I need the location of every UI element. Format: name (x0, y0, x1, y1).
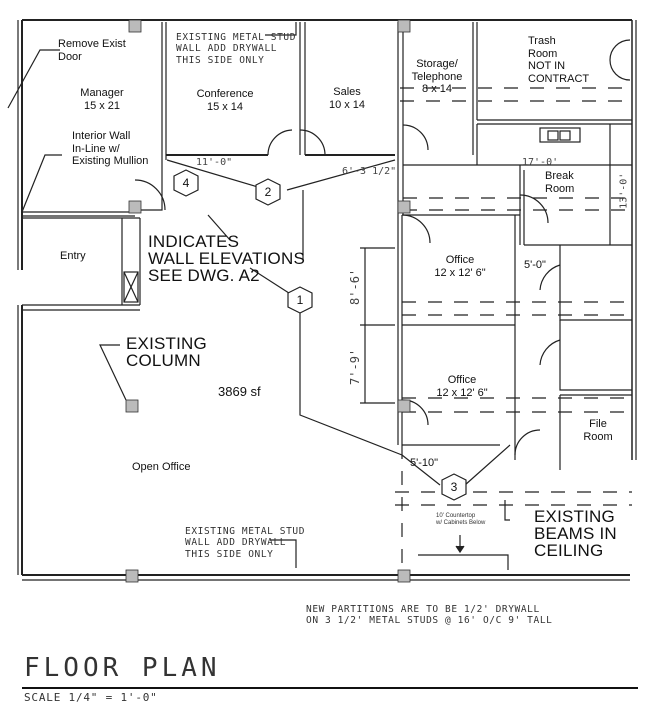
room-office-lower: Office 12 x 12' 6" (422, 374, 502, 399)
room-entry: Entry (60, 250, 86, 262)
annotation-stud-wall-bottom: EXISTING METAL STUD WALL ADD DRYWALL THI… (185, 526, 305, 560)
room-open-office: Open Office (132, 461, 191, 473)
annotation-countertop: 10' Countertop w/ Cabinets Below (436, 513, 485, 527)
annotation-remove-door: Remove Exist Door (58, 38, 126, 63)
room-size: 12 x 12' 6" (436, 386, 488, 399)
drawing-title: FLOOR PLAN (24, 653, 221, 683)
elevation-marker-4: 4 (182, 176, 190, 190)
room-name: Break (545, 170, 574, 182)
elevation-marker-1: 1 (296, 293, 304, 307)
annotation-interior-wall: Interior Wall In-Line w/ Existing Mullio… (72, 130, 148, 168)
annotation-line: Interior Wall (72, 130, 131, 142)
annotation-line: EXISTING METAL STUD (185, 526, 306, 537)
room-trash: Trash Room NOT IN CONTRACT (528, 35, 589, 86)
annotation-line: THIS SIDE ONLY (176, 54, 265, 66)
room-manager: Manager 15 x 21 (72, 87, 132, 112)
drawing-scale: SCALE 1/4" = 1'-0" (24, 691, 158, 704)
dim-break-width: 17'-0' (522, 157, 559, 168)
room-storage-telephone: Storage/ Telephone 8 x 14 (405, 58, 469, 96)
room-note-line2: CONTRACT (528, 72, 590, 85)
room-file: File Room (578, 418, 618, 443)
room-size: 15 x 14 (206, 100, 244, 113)
annotation-line: WALL ADD DRYWALL (176, 43, 278, 55)
room-size: 8 x 14 (422, 83, 452, 96)
elevation-marker-2: 2 (264, 185, 272, 199)
room-break: Break Room (545, 170, 574, 195)
room-name-line2: Room (583, 430, 613, 443)
annotation-line: BEAMS IN (534, 524, 617, 543)
room-office-upper: Office 12 x 12' 6" (420, 254, 500, 279)
annotation-line: THIS SIDE ONLY (185, 548, 274, 560)
room-name: Manager (80, 87, 124, 99)
dim-office-upper: 8'-6' (348, 268, 363, 305)
annotation-line: Existing Mullion (72, 155, 149, 168)
annotation-line: EXISTING (126, 334, 207, 353)
annotation-existing-column: EXISTING COLUMN (126, 335, 207, 369)
annotation-line: Remove Exist (58, 38, 126, 50)
annotation-line: SEE DWG. A2 (148, 266, 260, 285)
room-name: Office (445, 254, 475, 266)
annotation-line: INDICATES (148, 232, 240, 251)
room-name: File (589, 418, 607, 430)
annotation-line: In-Line w/ (72, 142, 120, 155)
annotation-partitions-note: NEW PARTITIONS ARE TO BE 1/2' DRYWALL ON… (306, 604, 552, 627)
annotation-existing-beams: EXISTING BEAMS IN CEILING (534, 508, 617, 559)
room-note: NOT IN (528, 60, 566, 73)
room-name-line2: Room (545, 182, 575, 195)
room-name: Sales (333, 86, 361, 98)
room-name-line2: Room (528, 47, 558, 60)
room-name: Trash (528, 35, 556, 47)
room-name-line2: Telephone (411, 70, 463, 83)
room-name: Office (447, 374, 477, 386)
elevation-marker-3: 3 (450, 480, 458, 494)
room-size: 12 x 12' 6" (434, 266, 486, 279)
dim-office-door: 5'-10" (410, 457, 439, 469)
annotation-line: CEILING (534, 541, 604, 560)
total-area: 3869 sf (218, 384, 261, 399)
annotation-line: WALL ADD DRYWALL (185, 537, 287, 549)
annotation-line: NEW PARTITIONS ARE TO BE 1/2' DRYWALL (306, 604, 540, 615)
annotation-line: 10' Countertop (436, 513, 476, 519)
dim-break-depth: 13'-0' (618, 172, 630, 209)
annotation-stud-wall-top: EXISTING METAL STUD WALL ADD DRYWALL THI… (176, 32, 296, 66)
annotation-line: Door (58, 50, 82, 63)
dim-office-lower: 7'-9' (348, 348, 363, 385)
dim-restroom-corridor: 5'-0" (524, 259, 546, 271)
annotation-wall-elevations: INDICATES WALL ELEVATIONS SEE DWG. A2 (148, 233, 305, 284)
room-size: 15 x 21 (83, 99, 121, 112)
annotation-line: EXISTING (534, 507, 615, 526)
annotation-line: WALL ELEVATIONS (148, 249, 305, 268)
dim-sales-corridor: 6'-3 1/2" (342, 166, 397, 177)
room-sales: Sales 10 x 14 (322, 86, 372, 111)
room-conference: Conference 15 x 14 (185, 88, 265, 113)
annotation-line: COLUMN (126, 351, 201, 370)
annotation-line: w/ Cabinets Below (436, 519, 486, 526)
annotation-line: ON 3 1/2' METAL STUDS @ 16' O/C 9' TALL (306, 615, 553, 627)
room-name: Storage/ (416, 58, 458, 70)
room-name: Conference (196, 88, 254, 100)
annotation-line: EXISTING METAL STUD (176, 32, 297, 43)
room-size: 10 x 14 (328, 98, 366, 111)
dim-conference-width: 11'-0" (196, 157, 233, 168)
